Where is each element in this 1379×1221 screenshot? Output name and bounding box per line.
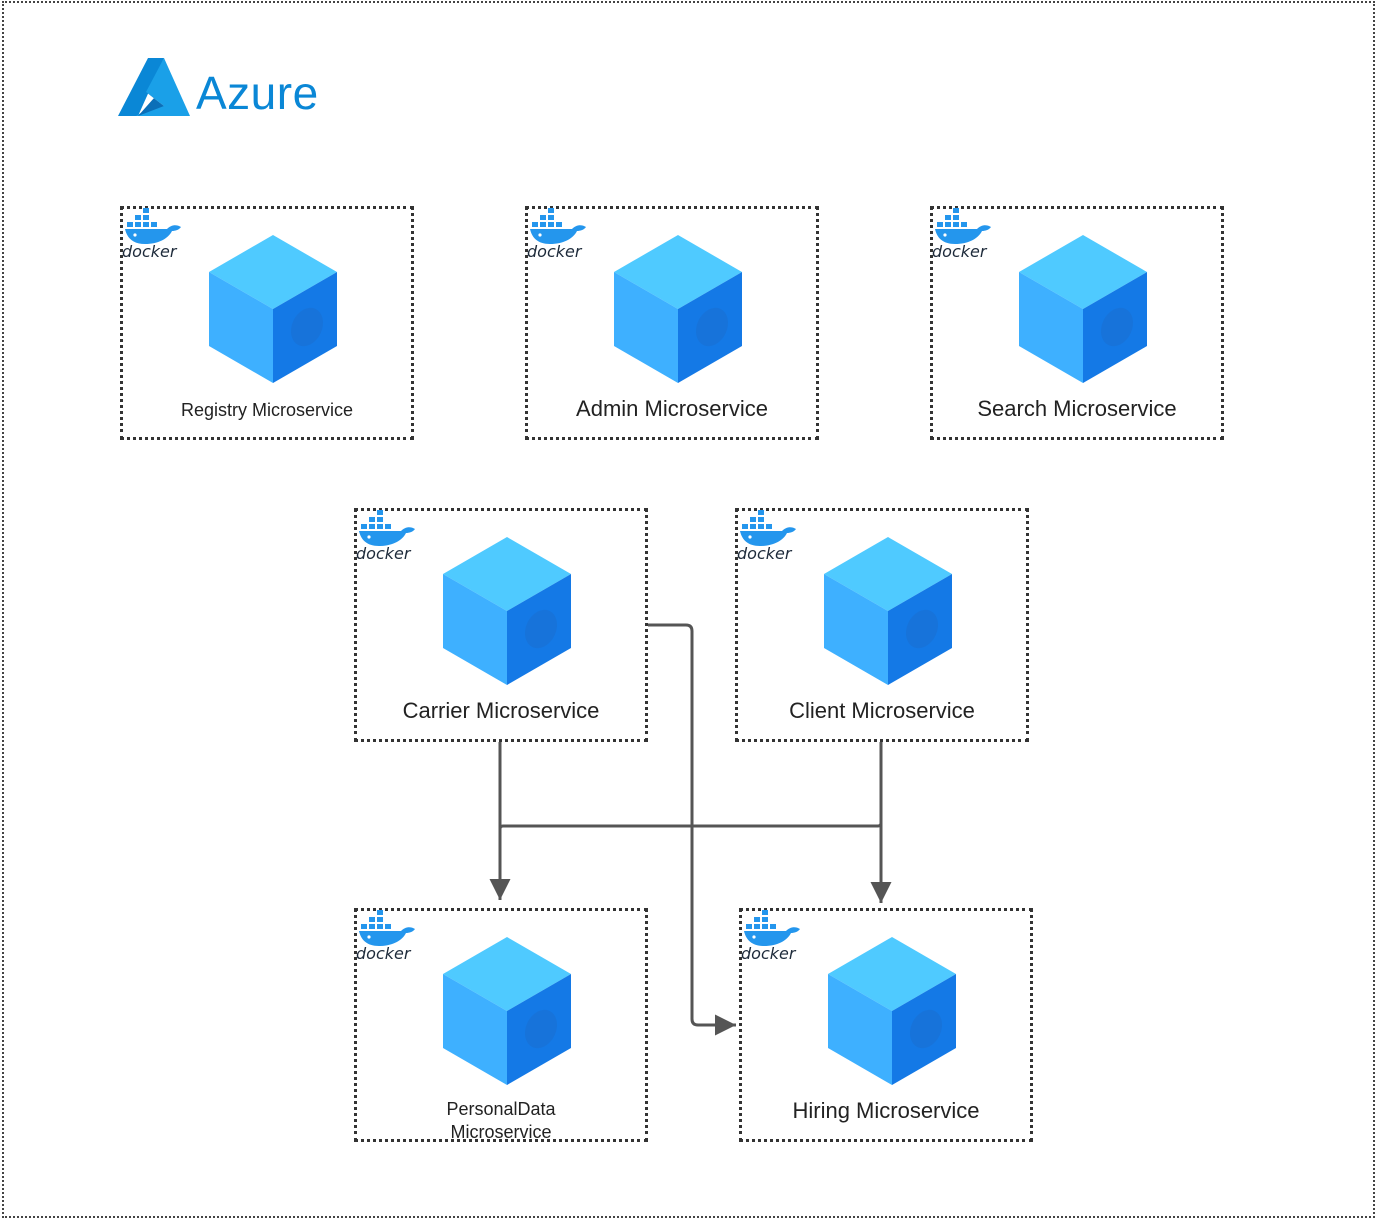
personaldata-microservice-container[interactable]: PersonalData Microservice <box>354 908 648 1142</box>
personaldata-microservice-label-line2: Microservice <box>450 1122 552 1142</box>
cube-icon <box>824 537 952 685</box>
cube-icon <box>828 937 956 1085</box>
cube-icon <box>443 937 571 1085</box>
azure-logo-icon <box>118 58 190 116</box>
admin-microservice-label: Admin Microservice <box>576 396 768 421</box>
personaldata-microservice-label-line1: PersonalData <box>446 1099 556 1119</box>
cube-icon <box>614 235 742 383</box>
client-microservice-label: Client Microservice <box>789 698 975 723</box>
client-microservice-container[interactable]: Client Microservice <box>735 508 1029 742</box>
docker-icon <box>355 507 419 561</box>
search-microservice-label: Search Microservice <box>977 396 1177 421</box>
cube-icon <box>209 235 337 383</box>
azure-title: Azure <box>196 67 319 119</box>
docker-icon <box>121 205 185 259</box>
admin-microservice-container[interactable]: Admin Microservice <box>525 206 819 440</box>
docker-icon <box>931 205 995 259</box>
registry-microservice-label: Registry Microservice <box>180 400 354 420</box>
docker-icon <box>526 205 590 259</box>
cube-icon <box>443 537 571 685</box>
docker-icon <box>355 907 419 961</box>
hiring-microservice-container[interactable]: Hiring Microservice <box>739 908 1033 1142</box>
docker-icon <box>736 507 800 561</box>
connector-carrier-to-hiring <box>646 623 736 1036</box>
registry-microservice-container[interactable]: Registry Microservice <box>120 206 414 440</box>
hiring-microservice-label: Hiring Microservice <box>792 1098 980 1123</box>
cube-icon <box>1019 235 1147 383</box>
docker-icon <box>740 907 804 961</box>
carrier-microservice-container[interactable]: Carrier Microservice <box>354 508 648 742</box>
search-microservice-container[interactable]: Search Microservice <box>930 206 1224 440</box>
carrier-microservice-label: Carrier Microservice <box>402 698 600 723</box>
